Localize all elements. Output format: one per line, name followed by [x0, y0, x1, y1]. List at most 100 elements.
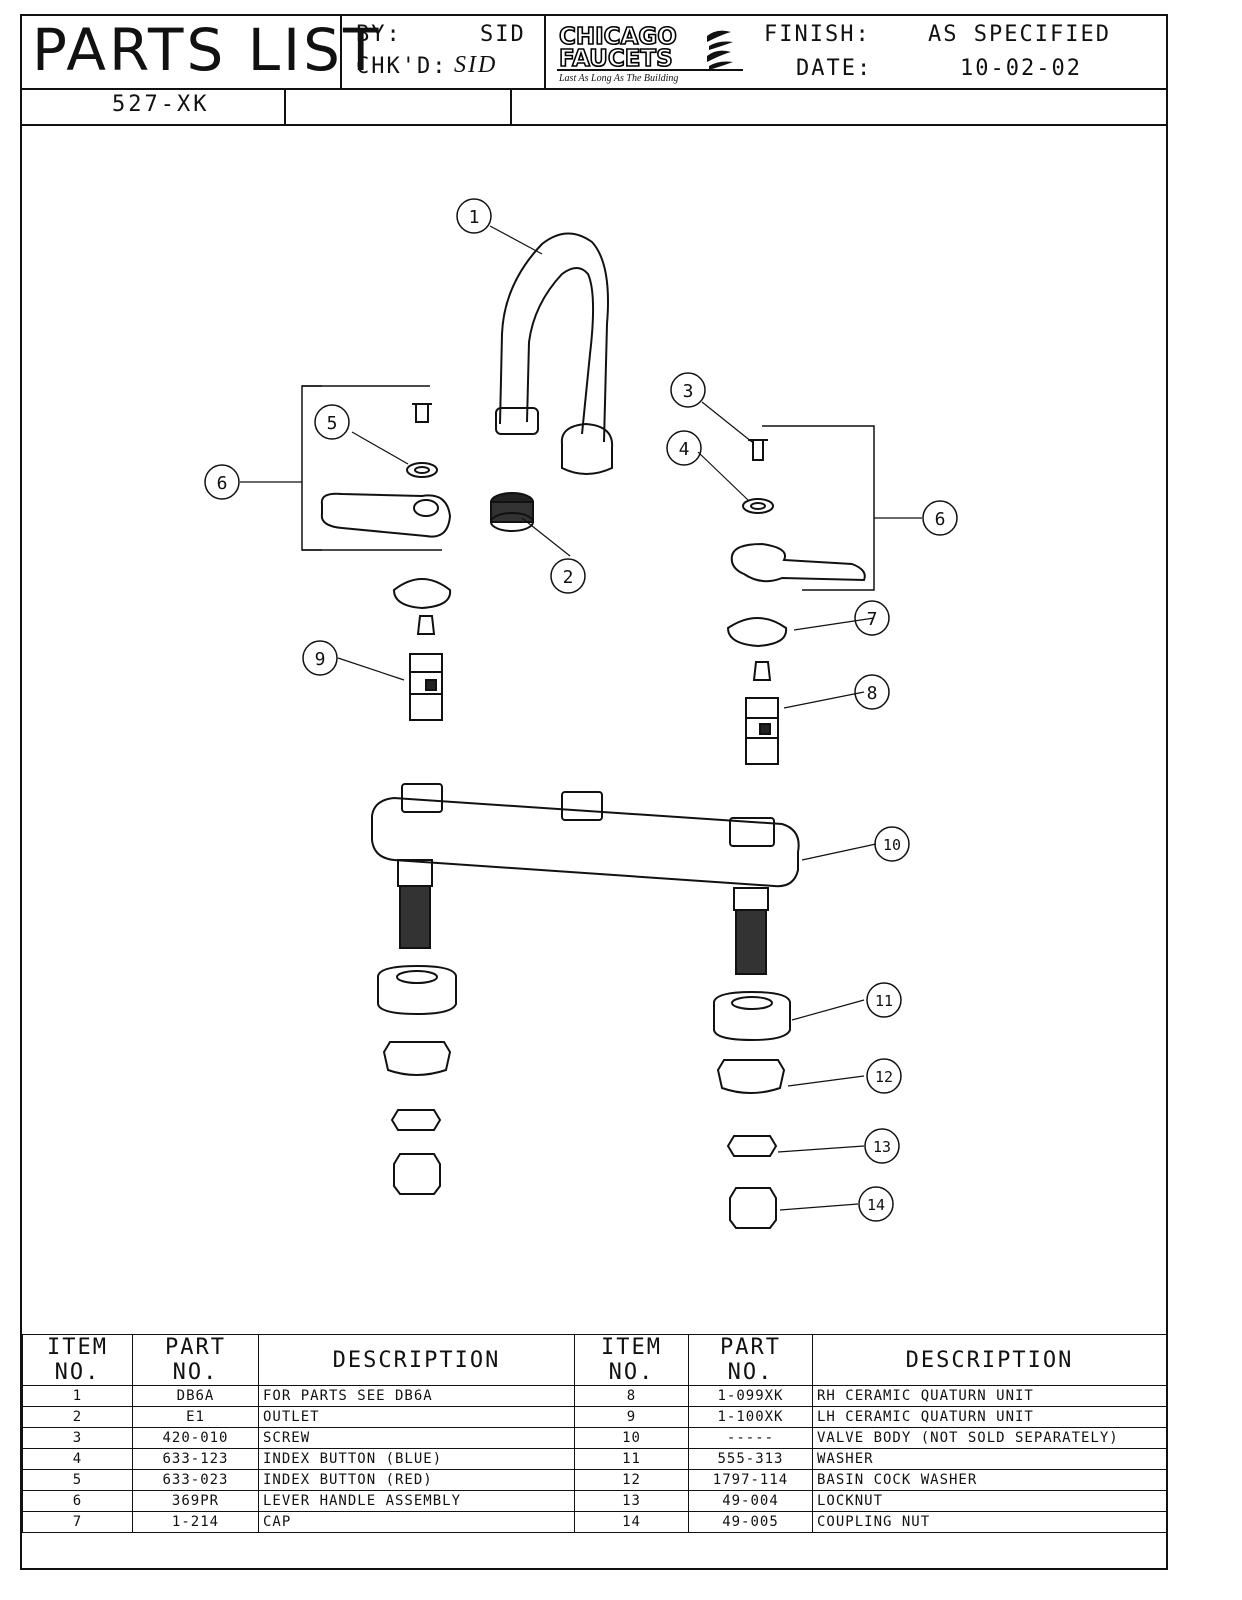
- logo-graphic: CHICAGO FAUCETS Last As Long As The Buil…: [557, 23, 743, 84]
- callout-11: 11: [866, 982, 902, 1018]
- table-row: 7 1-214 CAP 14 49-005 COUPLING NUT: [22, 1511, 1167, 1533]
- table-row: 4 633-123 INDEX BUTTON (BLUE) 11 555-313…: [22, 1448, 1167, 1470]
- item-no: 11: [574, 1448, 689, 1470]
- svg-text:14: 14: [867, 1196, 885, 1214]
- model-number: 527-XK: [112, 92, 210, 117]
- description: COUPLING NUT: [812, 1511, 1167, 1533]
- callout-14: 14: [858, 1186, 894, 1222]
- description: LOCKNUT: [812, 1490, 1167, 1512]
- col-item-no: ITEM NO.: [22, 1334, 133, 1386]
- callout-4: 4: [666, 430, 702, 466]
- col-part-no: PART NO.: [132, 1334, 259, 1386]
- finish-label: FINISH:: [764, 22, 871, 47]
- part-no: 49-005: [688, 1511, 813, 1533]
- item-no: 14: [574, 1511, 689, 1533]
- svg-text:6: 6: [935, 509, 946, 530]
- cartridge-left: [409, 615, 443, 721]
- logo-tagline: Last As Long As The Building: [558, 73, 678, 84]
- col-description: DESCRIPTION: [258, 1334, 575, 1386]
- cartridge-right: [745, 661, 779, 765]
- by-label: BY:: [356, 22, 402, 47]
- svg-text:11: 11: [875, 992, 893, 1010]
- svg-text:4: 4: [679, 439, 690, 460]
- table-row: 5 633-023 INDEX BUTTON (RED) 12 1797-114…: [22, 1469, 1167, 1491]
- svg-text:3: 3: [683, 381, 694, 402]
- part-no: 420-010: [132, 1427, 259, 1449]
- part-no: 1-100XK: [688, 1406, 813, 1428]
- part-no: E1: [132, 1406, 259, 1428]
- item-no: 3: [22, 1427, 133, 1449]
- part-no: 1-099XK: [688, 1385, 813, 1407]
- part-no: 369PR: [132, 1490, 259, 1512]
- svg-text:5: 5: [327, 413, 338, 434]
- col-description: DESCRIPTION: [812, 1334, 1167, 1386]
- callout-6-left: 6: [204, 464, 240, 500]
- header-row: PARTS LIST BY: SID CHK'D: SID CHICAGO FA…: [22, 16, 1166, 90]
- description: LH CERAMIC QUATURN UNIT: [812, 1406, 1167, 1428]
- item-no: 12: [574, 1469, 689, 1491]
- svg-text:12: 12: [875, 1068, 893, 1086]
- callout-6-right: 6: [922, 500, 958, 536]
- callout-7: 7: [854, 600, 890, 636]
- callout-10: 10: [874, 826, 910, 862]
- description: WASHER: [812, 1448, 1167, 1470]
- svg-text:6: 6: [217, 473, 228, 494]
- divider: [510, 88, 512, 124]
- chkd-label: CHK'D:: [356, 54, 448, 79]
- item-no: 6: [22, 1490, 133, 1512]
- description: INDEX BUTTON (BLUE): [258, 1448, 575, 1470]
- item-no: 5: [22, 1469, 133, 1491]
- svg-text:8: 8: [867, 683, 878, 704]
- svg-text:1: 1: [469, 207, 480, 228]
- description: VALVE BODY (NOT SOLD SEPARATELY): [812, 1427, 1167, 1449]
- callout-5: 5: [314, 404, 350, 440]
- date-value: 10-02-02: [960, 56, 1082, 81]
- table-row: 2 E1 OUTLET 9 1-100XK LH CERAMIC QUATURN…: [22, 1406, 1167, 1428]
- callout-12: 12: [866, 1058, 902, 1094]
- svg-text:2: 2: [563, 567, 574, 588]
- parts-list-sheet: PARTS LIST BY: SID CHK'D: SID CHICAGO FA…: [20, 14, 1168, 1570]
- description: BASIN COCK WASHER: [812, 1469, 1167, 1491]
- part-no: 49-004: [688, 1490, 813, 1512]
- col-item-no: ITEM NO.: [574, 1334, 689, 1386]
- right-assembly-bracket: [762, 425, 875, 591]
- part-no: 1-214: [132, 1511, 259, 1533]
- callout-13: 13: [864, 1128, 900, 1164]
- item-no: 2: [22, 1406, 133, 1428]
- logo-line1: CHICAGO: [559, 24, 677, 50]
- date-label: DATE:: [796, 56, 873, 81]
- part-no: -----: [688, 1427, 813, 1449]
- svg-text:13: 13: [873, 1138, 891, 1156]
- description: LEVER HANDLE ASSEMBLY: [258, 1490, 575, 1512]
- part-no: 633-023: [132, 1469, 259, 1491]
- leader-lines: [240, 225, 922, 1211]
- left-mounting-stack: [377, 964, 457, 1195]
- svg-text:7: 7: [867, 609, 878, 630]
- parts-table: ITEM NO. PART NO. DESCRIPTION ITEM NO. P…: [22, 1334, 1167, 1533]
- description: OUTLET: [258, 1406, 575, 1428]
- spout-part: [495, 232, 614, 475]
- callout-3: 3: [670, 372, 706, 408]
- callout-8: 8: [854, 674, 890, 710]
- svg-text:10: 10: [883, 836, 901, 854]
- callout-1: 1: [456, 198, 492, 234]
- parts-table-header: ITEM NO. PART NO. DESCRIPTION ITEM NO. P…: [22, 1334, 1167, 1386]
- item-no: 7: [22, 1511, 133, 1533]
- item-no: 8: [574, 1385, 689, 1407]
- divider: [544, 16, 546, 88]
- divider: [284, 88, 286, 124]
- item-no: 13: [574, 1490, 689, 1512]
- right-mounting-stack: [713, 990, 791, 1229]
- part-no: 633-123: [132, 1448, 259, 1470]
- col-part-no: PART NO.: [688, 1334, 813, 1386]
- item-no: 9: [574, 1406, 689, 1428]
- finish-value: AS SPECIFIED: [928, 22, 1111, 47]
- model-row: 527-XK: [22, 88, 1166, 126]
- svg-text:9: 9: [315, 649, 326, 670]
- by-value: SID: [480, 22, 526, 47]
- part-no: 555-313: [688, 1448, 813, 1470]
- description: CAP: [258, 1511, 575, 1533]
- chkd-signature: SID: [454, 52, 498, 78]
- item-no: 1: [22, 1385, 133, 1407]
- description: RH CERAMIC QUATURN UNIT: [812, 1385, 1167, 1407]
